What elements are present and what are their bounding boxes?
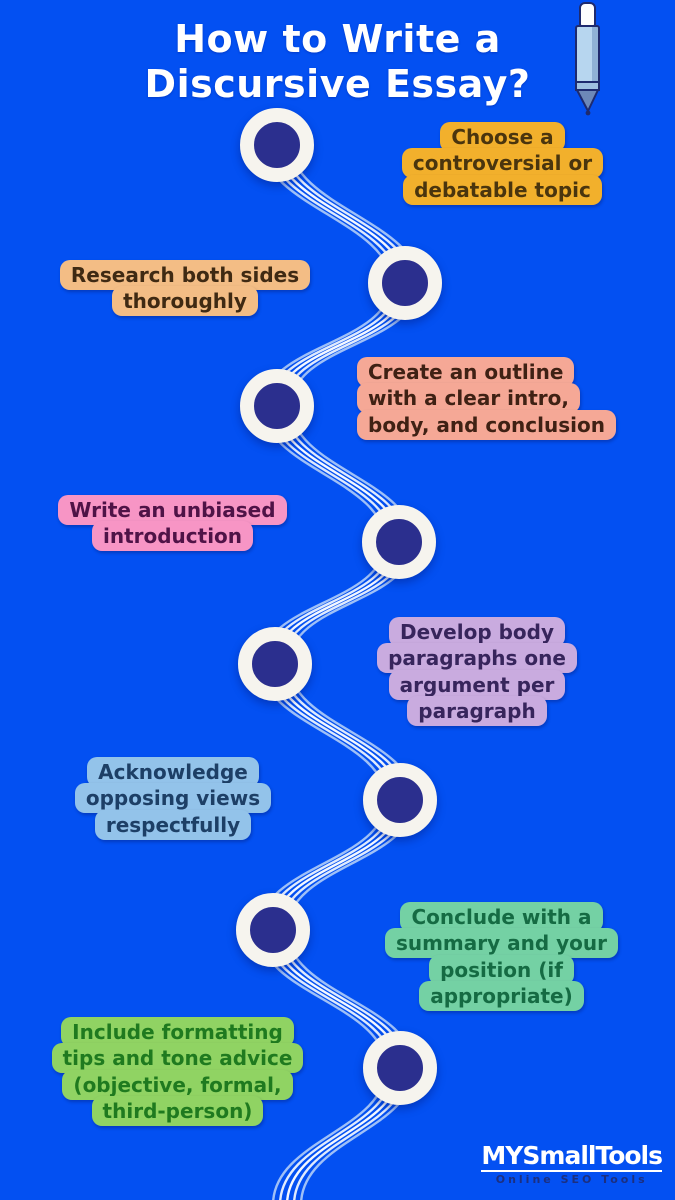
step-node-1 [240,108,314,182]
step-label-text: Develop body paragraphs one argument per… [377,617,577,727]
step-label-8: Include formatting tips and tone advice … [35,1017,320,1127]
step-node-5 [238,627,312,701]
step-label-4: Write an unbiased introduction [40,495,305,552]
step-label-text: Include formatting tips and tone advice … [51,1017,304,1127]
step-label-text: Create an outline with a clear intro, bo… [357,357,616,440]
step-label-text: Write an unbiased introduction [58,495,287,552]
step-label-text: Acknowledge opposing views respectfully [74,757,272,840]
page-title: How to Write a Discursive Essay? [144,17,531,106]
step-label-text: Choose a controversial or debatable topi… [401,122,604,205]
step-label-6: Acknowledge opposing views respectfully [53,757,293,840]
step-label-7: Conclude with a summary and your positio… [373,902,630,1012]
step-node-2 [368,246,442,320]
brand-tagline: Online SEO Tools [495,1173,648,1186]
step-node-7 [236,893,310,967]
step-node-4 [362,505,436,579]
step-label-3: Create an outline with a clear intro, bo… [357,357,647,440]
step-label-text: Conclude with a summary and your positio… [384,902,619,1012]
step-label-1: Choose a controversial or debatable topi… [385,122,620,205]
step-node-3 [240,369,314,443]
step-node-8 [363,1031,437,1105]
brand-name: MYSmallTools [481,1141,663,1172]
step-label-2: Research both sides thoroughly [40,260,330,317]
step-label-5: Develop body paragraphs one argument per… [358,617,596,727]
pen-icon [575,2,600,116]
step-node-6 [363,763,437,837]
step-label-text: Research both sides thoroughly [59,260,311,317]
brand-logo: MYSmallTools Online SEO Tools [481,1141,663,1186]
